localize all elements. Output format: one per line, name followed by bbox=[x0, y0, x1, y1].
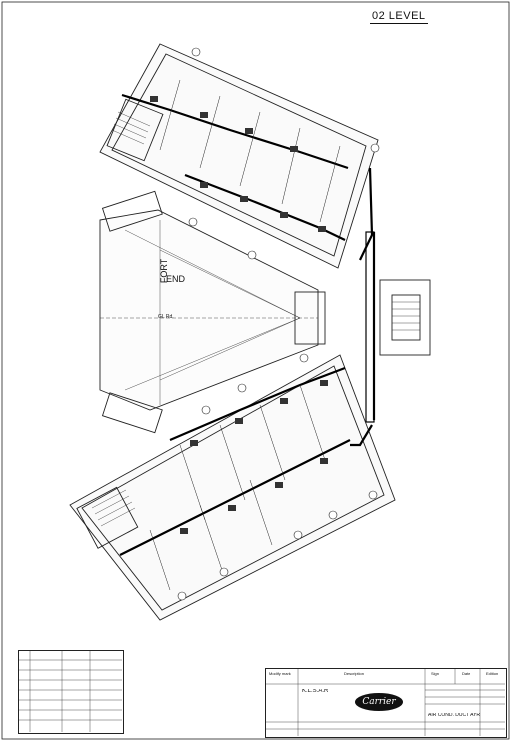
tb-modify: Modify mark bbox=[269, 671, 291, 676]
carrier-logo: Carrier bbox=[355, 693, 403, 711]
upper-wing bbox=[99, 43, 379, 269]
label-gl: GL Rd. bbox=[158, 314, 174, 320]
title-block-grid bbox=[265, 668, 505, 736]
legend-grid bbox=[18, 650, 122, 732]
legend-table bbox=[18, 650, 124, 734]
section-markers bbox=[177, 47, 380, 601]
label-end: END bbox=[166, 274, 186, 284]
tb-description: Description bbox=[344, 671, 365, 676]
level-title: 02 LEVEL bbox=[370, 10, 428, 24]
east-stair bbox=[365, 231, 431, 423]
lower-wing bbox=[69, 354, 396, 621]
tb-date: Date bbox=[462, 671, 471, 676]
tb-edition: Edition bbox=[486, 671, 499, 676]
courtyard bbox=[99, 190, 326, 434]
tb-drawing-name: AIR COND. DUCT AYR bbox=[428, 713, 481, 718]
tb-company: K.L.S.A.R bbox=[302, 689, 329, 694]
title-block: Modify mark Description Sign Date Editio… bbox=[265, 668, 507, 738]
tb-sign: Sign bbox=[431, 671, 440, 676]
